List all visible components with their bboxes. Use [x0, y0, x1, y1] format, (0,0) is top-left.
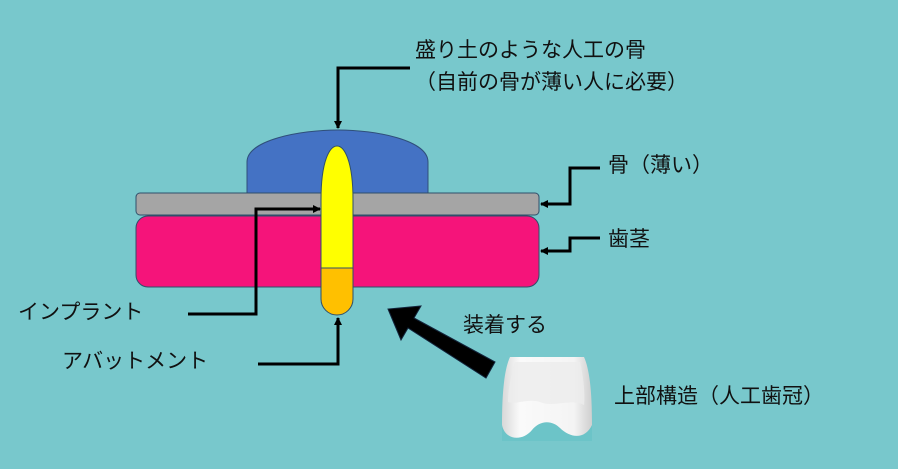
implant-pointer [188, 205, 321, 316]
bone-graft-note: （自前の骨が薄い人に必要） [415, 70, 688, 94]
bone-graft-pointer [334, 66, 410, 129]
gum-label: 歯茎 [608, 227, 650, 251]
crown-label: 上部構造（人工歯冠） [614, 384, 824, 408]
bone-graft-label: 盛り土のような人工の骨 [415, 38, 646, 62]
implant-label: インプラント [18, 300, 144, 324]
bone-pointer [540, 166, 600, 208]
implant-shape [320, 145, 354, 269]
abutment-pointer [258, 317, 342, 366]
attach-label: 装着する [463, 313, 547, 337]
gum-pointer [540, 236, 600, 255]
attach-arrow [387, 305, 496, 379]
bone-label: 骨（薄い） [608, 153, 713, 177]
abutment-label: アバットメント [62, 349, 209, 373]
crown-image [502, 357, 592, 441]
abutment-shape [320, 267, 354, 316]
